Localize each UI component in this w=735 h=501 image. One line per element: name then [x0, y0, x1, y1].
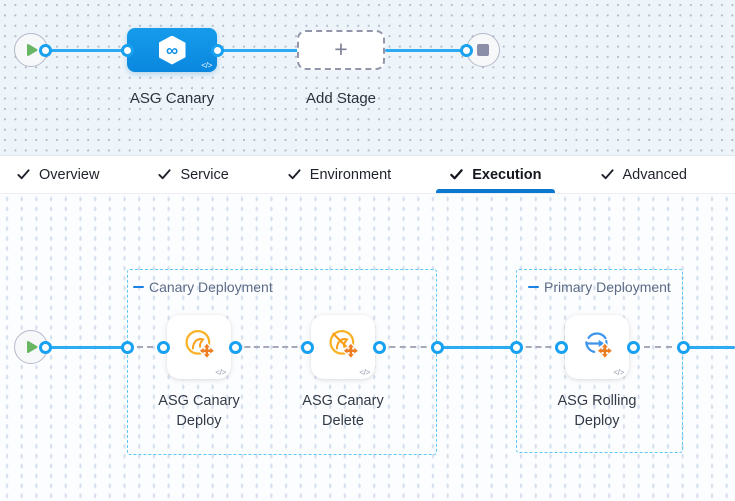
connector-line: [45, 48, 127, 52]
step-group-title[interactable]: Primary Deployment: [528, 279, 671, 295]
connector-port[interactable]: [372, 340, 386, 354]
stage-name-label: ASG Canary: [129, 90, 215, 107]
connector-port[interactable]: [430, 340, 444, 354]
asg-canary-deploy-icon: [185, 329, 216, 360]
connector-port[interactable]: [554, 340, 568, 354]
step-group-primary-deployment[interactable]: [516, 269, 683, 453]
tab-execution[interactable]: Execution: [436, 156, 555, 193]
connector-port[interactable]: [459, 43, 473, 57]
tab-label: Environment: [309, 166, 392, 183]
add-stage-button[interactable]: +: [297, 30, 385, 70]
group-title-label: Canary Deployment: [149, 279, 273, 295]
play-icon: [27, 341, 38, 353]
execution-graph-canvas[interactable]: Canary Deployment: [0, 194, 735, 500]
collapse-minus-icon[interactable]: [133, 285, 144, 289]
connector-dashed-line: [127, 346, 163, 348]
tab-environment[interactable]: Environment: [274, 156, 404, 193]
add-stage-label: Add Stage: [305, 90, 377, 107]
asg-canary-delete-icon: [329, 329, 360, 360]
connector-line: [437, 345, 516, 349]
tab-label: Overview: [39, 166, 100, 183]
connector-port[interactable]: [626, 340, 640, 354]
play-icon: [27, 44, 38, 56]
connector-dashed-line: [235, 346, 307, 348]
collapse-minus-icon[interactable]: [528, 285, 539, 289]
step-name-label: ASG Canary Delete: [302, 393, 384, 429]
connector-port[interactable]: [156, 340, 170, 354]
connector-dashed-line: [633, 346, 683, 348]
connector-port[interactable]: [38, 340, 52, 354]
harness-stage-icon: ∞: [158, 35, 186, 65]
plus-icon: +: [334, 35, 348, 62]
yaml-code-icon[interactable]: </>: [613, 367, 624, 377]
infinity-glyph: ∞: [165, 40, 179, 60]
yaml-code-icon[interactable]: </>: [201, 60, 212, 70]
check-icon: [17, 169, 30, 180]
connector-dashed-line: [379, 346, 437, 348]
stage-node-asg-canary[interactable]: ∞ </>: [127, 28, 217, 72]
connector-port[interactable]: [228, 340, 242, 354]
tab-label: Execution: [472, 166, 542, 183]
connector-line: [217, 48, 300, 52]
step-group-canary-deployment[interactable]: [127, 269, 437, 455]
tab-overview[interactable]: Overview: [3, 156, 112, 193]
check-icon: [158, 169, 172, 180]
check-icon: [450, 169, 463, 180]
check-icon: [600, 169, 614, 180]
connector-port[interactable]: [38, 43, 52, 57]
stage-graph-canvas[interactable]: ∞ </> ASG Canary + Add Stage: [0, 0, 735, 156]
connector-line: [683, 345, 735, 349]
connector-port[interactable]: [210, 43, 224, 57]
step-asg-canary-deploy[interactable]: </>: [167, 315, 231, 379]
connector-port[interactable]: [120, 340, 134, 354]
connector-port[interactable]: [676, 340, 690, 354]
tab-label: Service: [180, 166, 229, 183]
connector-port[interactable]: [509, 340, 523, 354]
step-group-title[interactable]: Canary Deployment: [133, 279, 273, 295]
connector-line: [45, 345, 127, 349]
yaml-code-icon[interactable]: </>: [215, 367, 226, 377]
stage-config-tabs: Overview Service Environment Execution A…: [0, 156, 735, 194]
group-title-label: Primary Deployment: [544, 279, 671, 295]
tab-service[interactable]: Service: [144, 156, 241, 193]
step-name-label: ASG Rolling Deploy: [557, 393, 637, 429]
tab-label: Advanced: [622, 166, 688, 183]
tab-advanced[interactable]: Advanced: [587, 156, 701, 193]
step-asg-rolling-deploy[interactable]: </>: [565, 315, 629, 379]
yaml-code-icon[interactable]: </>: [359, 367, 370, 377]
check-icon: [288, 169, 301, 180]
step-asg-canary-delete[interactable]: </>: [311, 315, 375, 379]
connector-line: [385, 48, 466, 52]
step-name-label: ASG Canary Deploy: [158, 393, 240, 429]
connector-dashed-line: [516, 346, 561, 348]
connector-port[interactable]: [120, 43, 134, 57]
asg-rolling-deploy-icon: [585, 332, 614, 360]
stop-icon: [477, 44, 489, 56]
connector-port[interactable]: [300, 340, 314, 354]
